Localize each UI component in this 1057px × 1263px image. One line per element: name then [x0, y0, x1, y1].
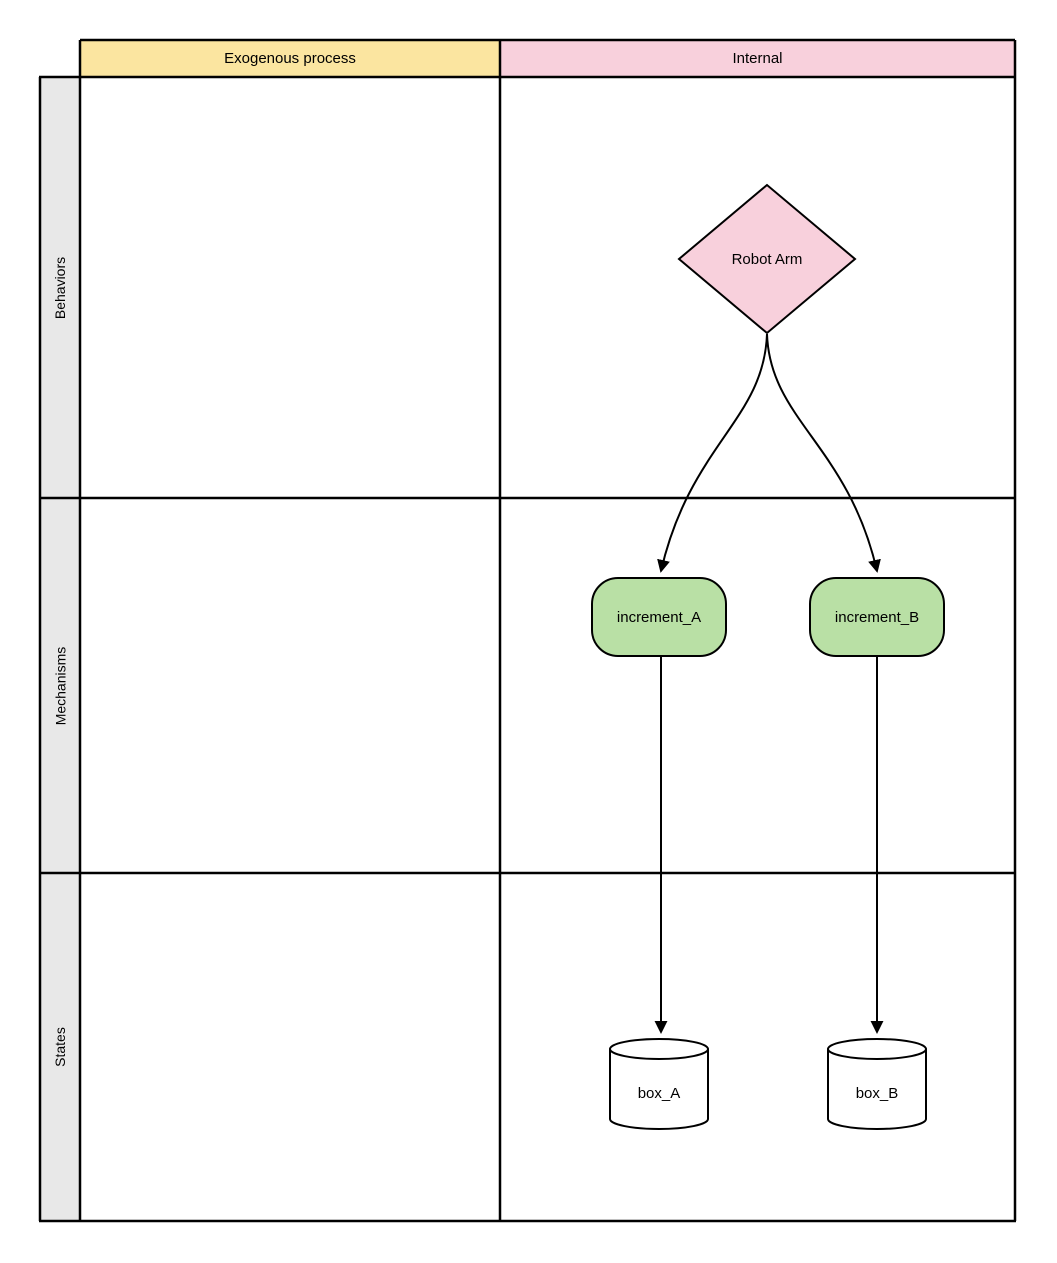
cylinder-shape	[609, 1038, 709, 1130]
row-header-mechanisms: Mechanisms	[40, 498, 80, 873]
edge-robot-arm-to-increment-a	[657, 333, 768, 573]
column-header-internal: Internal	[500, 40, 1015, 77]
row-header-states: States	[40, 873, 80, 1221]
node-increment-b[interactable]: increment_B	[809, 577, 945, 657]
row-header-behaviors: Behaviors	[40, 77, 80, 498]
edge-robot-arm-to-increment-b	[766, 333, 881, 573]
node-box-a[interactable]: box_A	[609, 1038, 709, 1130]
rounded-rect-shape	[809, 577, 945, 657]
cylinder-top-arc	[827, 1048, 927, 1060]
diamond-shape	[677, 183, 857, 335]
node-box-b[interactable]: box_B	[827, 1038, 927, 1130]
node-box-a-label: box_A	[638, 1085, 681, 1102]
node-box-b-label: box_B	[856, 1085, 899, 1102]
rounded-rect-shape	[591, 577, 727, 657]
node-robot-arm-label: Robot Arm	[732, 251, 803, 268]
column-header-exogenous-process: Exogenous process	[80, 40, 500, 77]
node-increment-a-label: increment_A	[617, 609, 701, 626]
node-increment-b-label: increment_B	[835, 609, 919, 626]
cylinder-shape	[827, 1038, 927, 1130]
cylinder-top-arc	[609, 1048, 709, 1060]
node-increment-a[interactable]: increment_A	[591, 577, 727, 657]
edges	[654, 333, 884, 1034]
node-robot-arm[interactable]: Robot Arm	[677, 183, 857, 335]
grid-lines	[38, 38, 1017, 1223]
